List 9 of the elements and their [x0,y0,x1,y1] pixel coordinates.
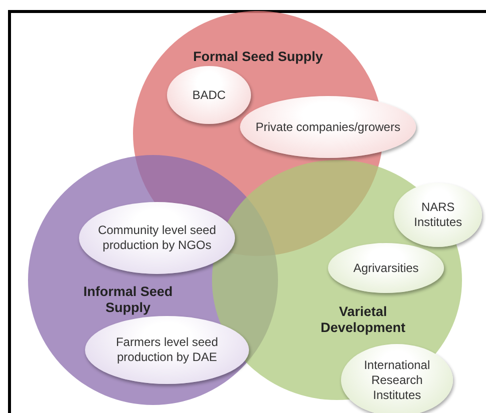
circle-title: Informal Seed Supply [82,284,174,316]
ellipse-node: Agrivarsities [328,243,444,293]
ellipse-node: Farmers level seed production by DAE [85,316,249,384]
ellipse-node: Community level seed production by NGOs [79,202,235,274]
ellipse-node: International Research Institutes [341,344,453,413]
circle-title: Formal Seed Supply [192,49,324,65]
ellipse-node: NARS Institutes [394,183,482,247]
ellipse-node: BADC [167,66,251,124]
circle-title: Varietal Development [320,304,406,336]
